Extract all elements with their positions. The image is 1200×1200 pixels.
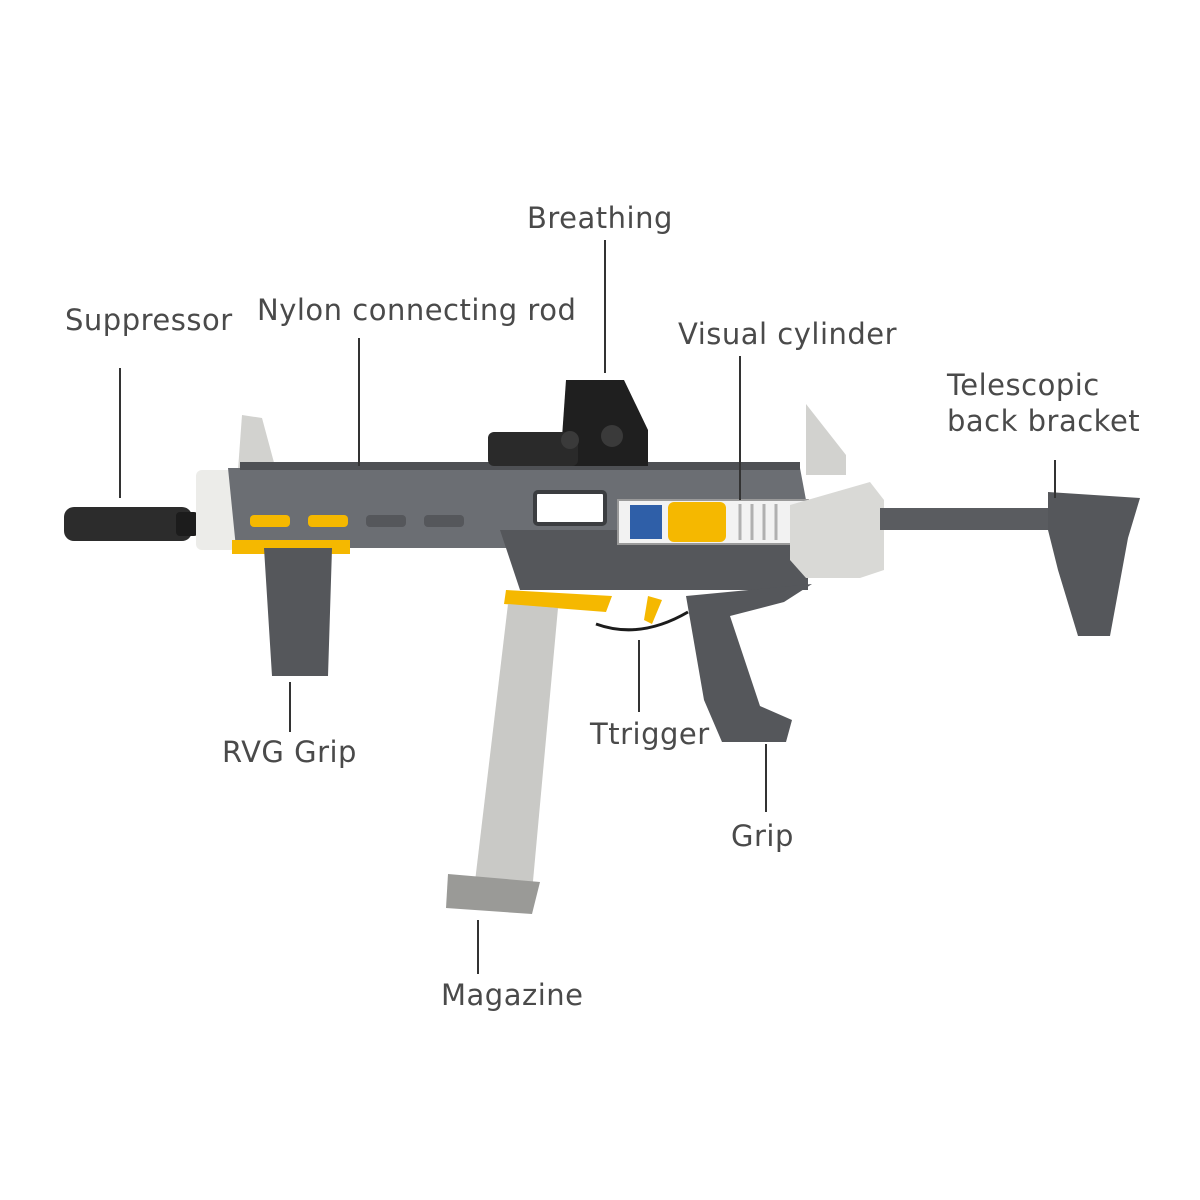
leader-line-grip [765,744,767,812]
visual-cylinder-part [617,499,809,545]
label-telescopic-line2: back bracket [947,404,1141,438]
magazine-part [446,604,558,914]
leader-line-suppressor [119,368,121,498]
suppressor-part [64,470,236,550]
leader-line-visual-cylinder [739,356,741,500]
label-trigger: Ttrigger [590,717,710,751]
leader-line-rvg-grip [289,682,291,732]
label-breathing: Breathing [527,201,673,235]
trigger-part [504,590,689,632]
label-suppressor: Suppressor [65,303,233,337]
red-dot-sight-part [488,380,648,466]
label-rvg-grip: RVG Grip [222,735,357,769]
label-nylon-connecting-rod: Nylon connecting rod [257,293,577,327]
rear-sight-part [806,404,846,475]
label-magazine: Magazine [441,978,584,1012]
front-sight-part [238,415,276,470]
label-telescopic-line1: Telescopic [947,368,1100,402]
stock-part [880,492,1140,636]
rvg-grip-part [232,540,350,676]
leader-line-trigger [638,640,640,712]
pistol-grip-part [686,584,812,742]
label-grip: Grip [731,819,794,853]
leader-line-breathing [604,240,606,373]
leader-line-magazine [477,920,479,974]
leader-line-nylon-rod [358,338,360,466]
label-visual-cylinder: Visual cylinder [678,317,898,351]
leader-line-telescopic [1054,460,1056,498]
rear-housing-part [790,482,884,578]
